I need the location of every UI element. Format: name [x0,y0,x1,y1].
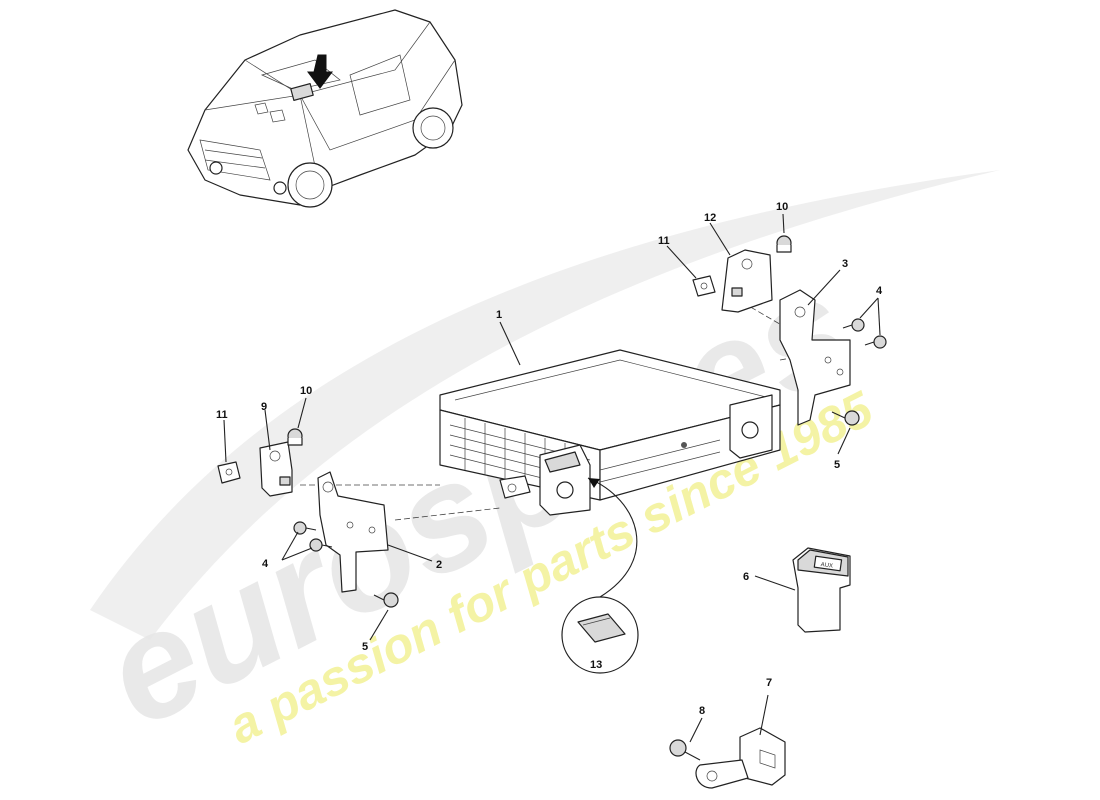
right-small-bracket [721,249,773,313]
car-locator-illustration [187,9,463,208]
left-small-bracket [259,441,293,497]
switch-label: AUX [820,562,833,570]
left-screws-4 [293,521,333,552]
left-clip-nut [217,461,241,484]
callout-10-left: 10 [300,385,312,397]
left-bolt-5 [373,592,399,608]
callout-5-right: 5 [834,459,840,471]
callout-4-right: 4 [876,285,883,297]
callout-7: 7 [766,677,772,689]
screw-8 [669,739,701,761]
callout-5-left: 5 [362,641,368,653]
left-bracket [317,471,389,593]
right-screws-4 [842,318,887,349]
head-unit [439,349,781,516]
callout-3: 3 [842,258,848,270]
locator-arrow-icon [307,54,333,89]
callout-13: 13 [590,659,602,671]
detail-13-circle [561,477,639,674]
callout-9: 9 [261,401,267,413]
callouts: 1 2 3 4 4 5 5 6 7 8 9 10 10 11 11 12 13 [216,201,883,717]
callout-6: 6 [743,571,749,583]
right-bolt-5 [831,410,860,426]
aux-switch: AUX [792,547,851,633]
callout-12: 12 [704,212,716,224]
head-unit-vent-grid [449,418,591,495]
right-bracket [779,289,851,426]
callout-10-right: 10 [776,201,788,213]
leader-lines [223,213,881,743]
right-bolt-10 [776,235,792,253]
callout-11-left: 11 [216,409,228,421]
left-bolt-10 [287,428,303,446]
callout-8: 8 [699,705,705,717]
callout-2: 2 [436,559,442,571]
callout-11-right: 11 [658,235,670,247]
aux-connector [695,727,786,789]
right-clip-nut [692,275,716,297]
watermark-swoosh [90,170,1000,640]
callout-1: 1 [496,309,502,321]
callout-4-left: 4 [262,558,269,570]
